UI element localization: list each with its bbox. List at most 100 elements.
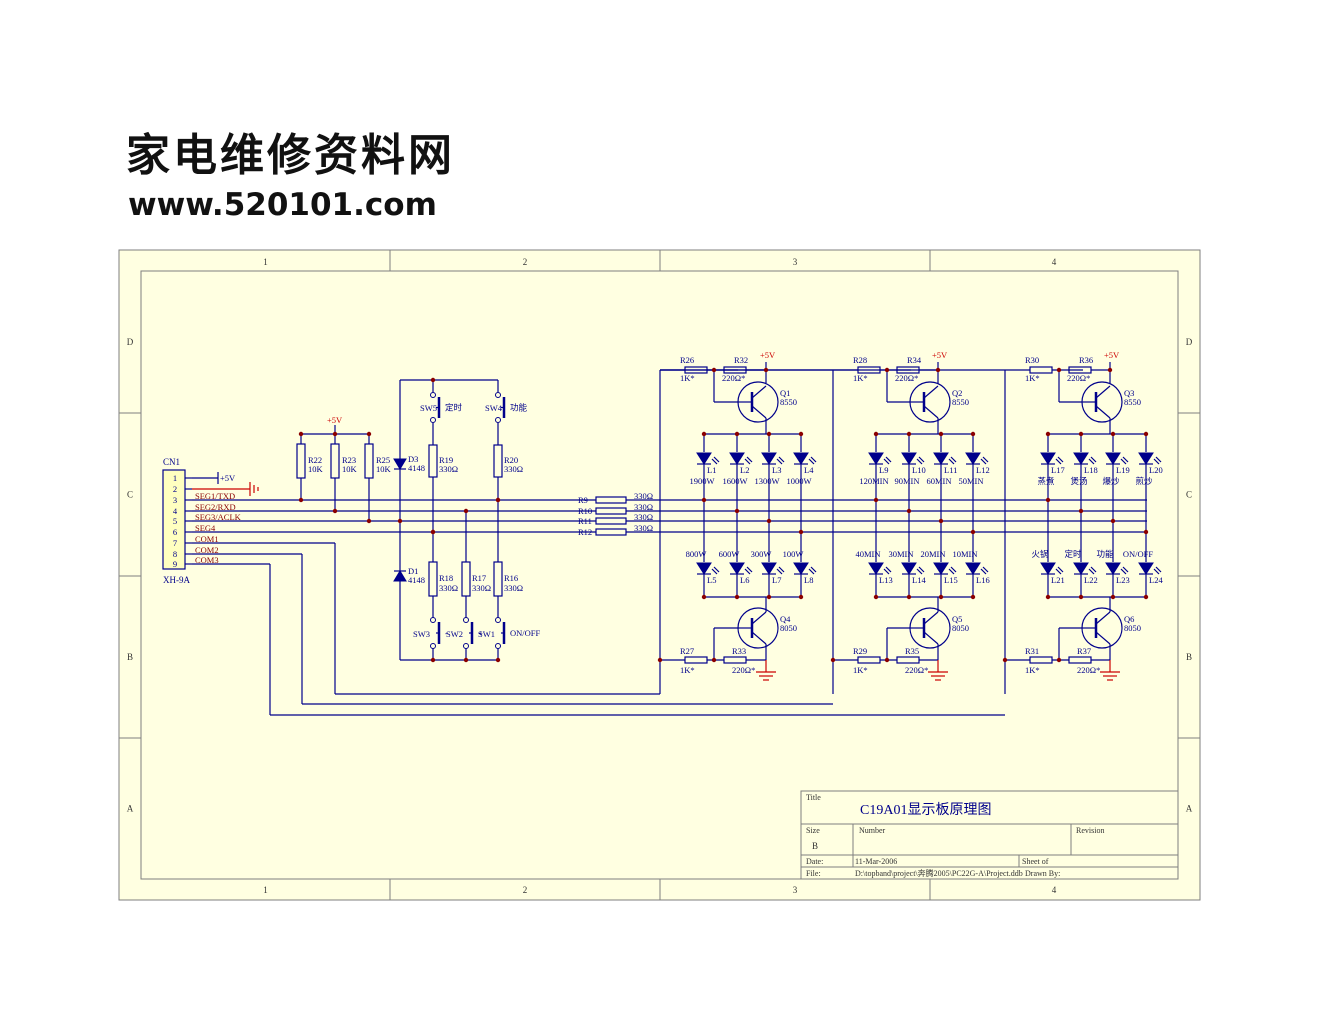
led-ray xyxy=(1090,566,1097,573)
led-triangle xyxy=(1138,562,1154,575)
base-resistor-ref: R26 xyxy=(680,355,694,365)
led-ray xyxy=(1153,568,1160,575)
led-ray xyxy=(713,566,720,573)
led-triangle xyxy=(761,452,777,465)
led-ref: L12 xyxy=(976,465,990,475)
transistor-emitter xyxy=(1095,405,1111,419)
transistor-emitter xyxy=(751,631,767,645)
base-resistor-value: 1K* xyxy=(1025,665,1040,675)
transistor-ref: Q5 xyxy=(952,614,962,624)
switch-ref: SW2 xyxy=(446,629,463,639)
led-ref: L19 xyxy=(1116,465,1130,475)
series-resistor xyxy=(595,507,627,515)
switch-label: + xyxy=(478,628,483,638)
junction-dot xyxy=(463,657,469,663)
junction-dot xyxy=(332,431,338,437)
col-label-top: 4 xyxy=(1052,257,1057,267)
led-ray xyxy=(778,456,785,463)
junction-dot xyxy=(766,594,772,600)
junction-dot xyxy=(701,594,707,600)
base-resistor xyxy=(857,366,881,374)
series-resistor xyxy=(595,496,627,504)
junction-dot xyxy=(873,497,879,503)
series-resistor xyxy=(595,528,627,536)
group-vcc: +5V xyxy=(1104,350,1120,360)
led-triangle xyxy=(868,452,884,465)
led-ray xyxy=(1057,456,1064,463)
base-resistor-ref: R27 xyxy=(680,646,694,656)
connector-pin: 1 xyxy=(173,473,177,483)
watermark-title: 家电维修资料网 xyxy=(126,130,455,181)
pullup-resistor xyxy=(296,443,306,479)
tb-size-label: Size xyxy=(806,826,820,835)
led-ray xyxy=(950,456,957,463)
led-label: 蒸煮 xyxy=(1037,476,1055,486)
led-ray xyxy=(885,456,892,463)
junction-dot xyxy=(1056,657,1062,663)
base-resistor-ref: R29 xyxy=(853,646,867,656)
connector-pin: 3 xyxy=(173,495,177,505)
led-ref: L3 xyxy=(772,465,781,475)
junction-dot xyxy=(1056,367,1062,373)
led-label: 煲汤 xyxy=(1070,476,1087,486)
led-triangle xyxy=(1073,562,1089,575)
led-label: 20MIN xyxy=(920,549,945,559)
switch-ref: SW1 xyxy=(478,629,495,639)
pull-resistor-value: 220Ω* xyxy=(722,373,745,383)
led-label: 30MIN xyxy=(888,549,913,559)
switch-contact xyxy=(495,643,501,649)
col-label-bottom: 4 xyxy=(1052,885,1057,895)
net-label: SEG3/ACLK xyxy=(195,512,242,522)
junction-dot xyxy=(430,529,436,535)
led-label: 60MIN xyxy=(926,476,951,486)
junction-dot xyxy=(701,497,707,503)
net-label: COM1 xyxy=(195,534,219,544)
led-ref: L24 xyxy=(1149,575,1163,585)
row-label-left: B xyxy=(127,652,133,662)
series-resistor xyxy=(595,517,627,525)
components xyxy=(162,366,1162,664)
pull-resistor-value: 220Ω* xyxy=(905,665,928,675)
pull-resistor-ref: R34 xyxy=(907,355,922,365)
tb-title-label: Title xyxy=(806,793,821,802)
led-label: 10MIN xyxy=(952,549,977,559)
junction-dot xyxy=(1110,431,1116,437)
pin1-net: +5V xyxy=(220,473,236,483)
led-label: 爆炒 xyxy=(1102,476,1120,486)
switch-label: 功能 xyxy=(510,403,528,413)
led-ray xyxy=(746,566,753,573)
transistor-collector xyxy=(1095,611,1111,625)
led-triangle xyxy=(901,562,917,575)
junction-dot xyxy=(884,657,890,663)
transistor-ref: Q6 xyxy=(1124,614,1134,624)
led-ray xyxy=(1055,568,1062,575)
led-triangle xyxy=(793,452,809,465)
junction-dot xyxy=(1143,431,1149,437)
led-triangle xyxy=(965,452,981,465)
net-label: COM3 xyxy=(195,555,219,565)
switch-resistor-value: 330Ω xyxy=(472,583,491,593)
led-ray xyxy=(948,458,955,465)
junction-dot xyxy=(711,367,717,373)
led-triangle xyxy=(933,562,949,575)
pullup-ref: R22 xyxy=(308,455,322,465)
base-resistor-value: 1K* xyxy=(1025,373,1040,383)
junction-dot xyxy=(1143,594,1149,600)
switch-resistor-ref: R20 xyxy=(504,455,518,465)
tb-date: 11-Mar-2006 xyxy=(855,857,897,866)
diode-d3 xyxy=(393,458,407,470)
junction-dot xyxy=(332,508,338,514)
row-label-right: D xyxy=(1186,337,1193,347)
led-ref: L9 xyxy=(879,465,888,475)
led-ray xyxy=(1153,458,1160,465)
tb-drawn-label: Drawn By: xyxy=(1025,869,1060,878)
transistor-ref: Q1 xyxy=(780,388,790,398)
pull-resistor-ref: R33 xyxy=(732,646,746,656)
junction-dot xyxy=(734,594,740,600)
led-label: 50MIN xyxy=(958,476,983,486)
led-ray xyxy=(744,568,751,575)
led-ray xyxy=(810,456,817,463)
led-ref: L18 xyxy=(1084,465,1098,475)
transistor-collector xyxy=(1095,385,1111,399)
led-triangle xyxy=(1105,562,1121,575)
